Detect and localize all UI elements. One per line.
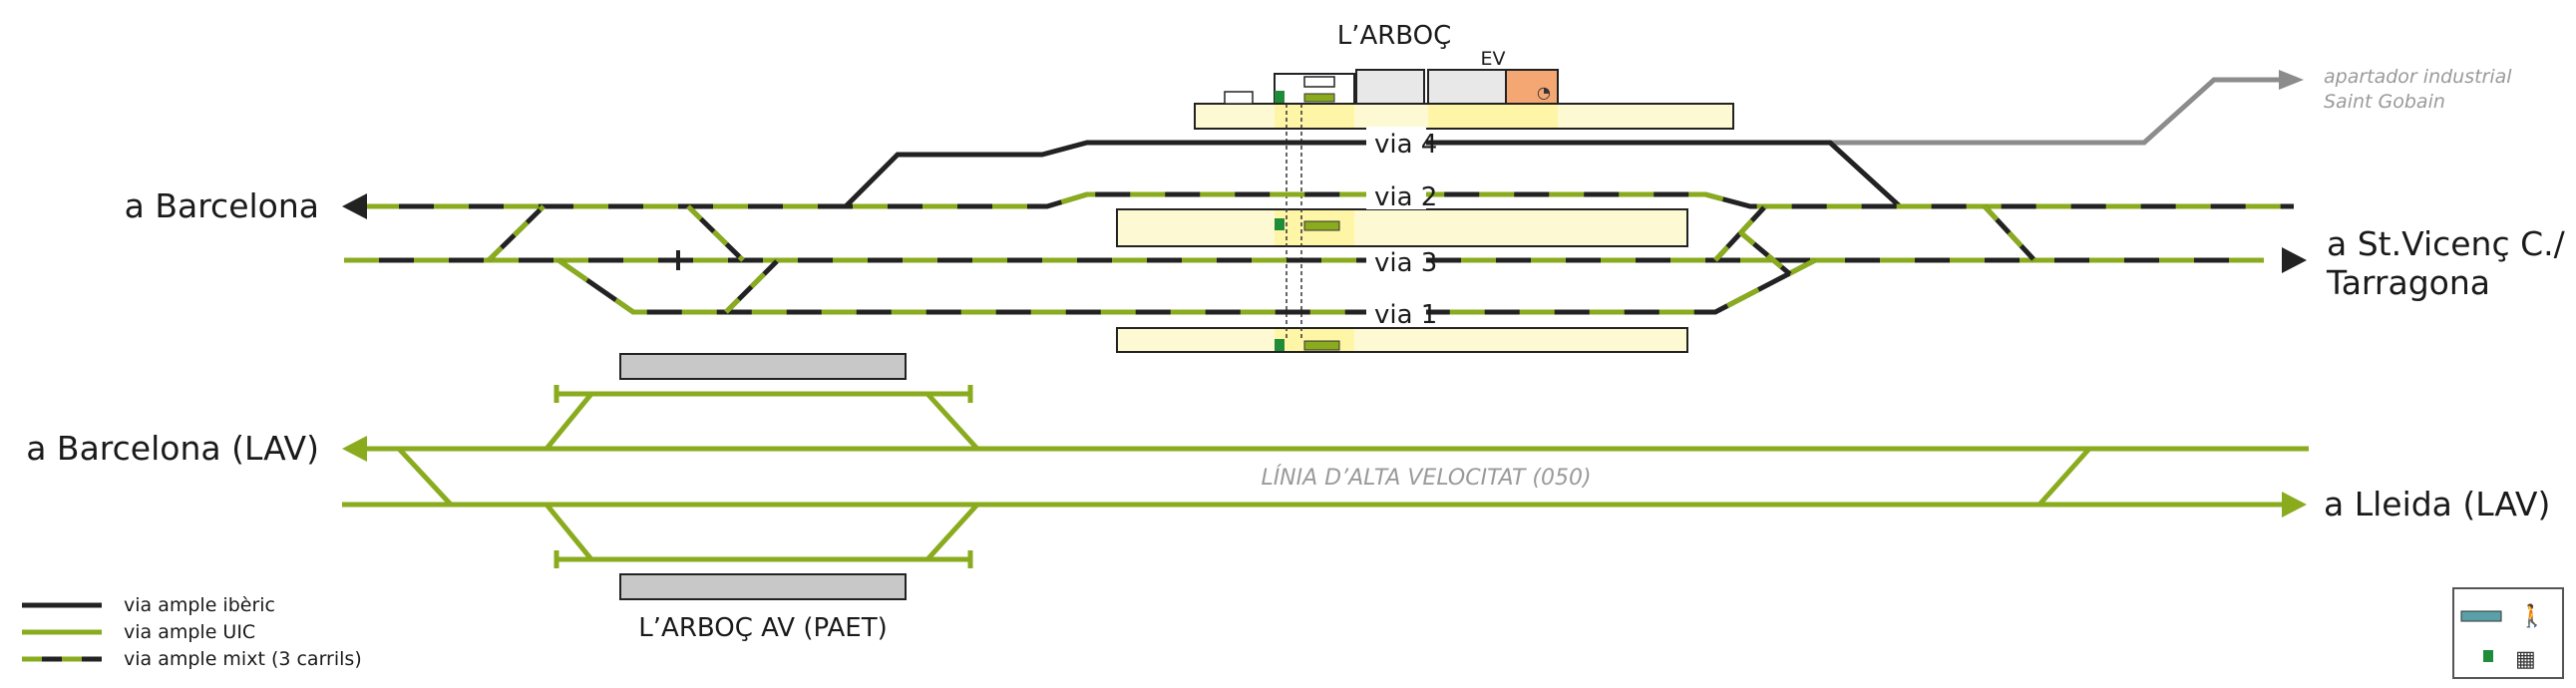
legend-label-mixt: via ample mixt (3 carrils) — [124, 648, 362, 670]
via-3-label: via 3 — [1374, 248, 1437, 278]
industrial-arrow — [2279, 70, 2304, 90]
ev-clock-icon: ◔ — [1537, 83, 1551, 102]
arrow-stvicenc — [2282, 247, 2307, 273]
legend-label-iberic: via ample ibèric — [124, 594, 275, 616]
platform-main-bench — [1303, 93, 1335, 103]
dest-barcelona-lav: a Barcelona (LAV) — [26, 429, 319, 468]
platform-lower-bench — [1303, 340, 1340, 351]
via-2-label: via 2 — [1374, 182, 1437, 212]
platform-lower-access — [1275, 339, 1285, 351]
dest-lleida-lav: a Lleida (LAV) — [2324, 485, 2550, 523]
symbol-key-box — [2452, 587, 2564, 679]
station-building-1-roof — [1303, 76, 1335, 88]
paet-platform-upper — [619, 353, 907, 380]
via-4-label: via 4 — [1374, 130, 1437, 160]
legend-label-uic: via ample UIC — [124, 621, 255, 643]
paet-platform-lower — [619, 573, 907, 600]
via-1-label: via 1 — [1374, 300, 1437, 330]
dest-stvicenc-line-2: Tarragona — [2326, 263, 2490, 302]
platform-main-highlight — [1275, 105, 1354, 128]
paet-siding-lower — [545, 503, 979, 562]
dest-stvicenc-line-1: a St.Vicenç C./ — [2327, 224, 2566, 263]
symbol-key: 🚶 ▦ — [2452, 587, 2564, 679]
walking-icon: 🚶 — [2518, 603, 2545, 629]
key-access-swatch — [2483, 650, 2493, 662]
platform-center-bench — [1303, 220, 1340, 231]
station-area: ◔ L’ARBOÇ EV — [1116, 21, 1734, 353]
platform-center — [1116, 208, 1688, 247]
arrow-lleida-lav — [2282, 492, 2307, 517]
lav-line-label: LÍNIA D’ALTA VELOCITAT (050) — [1261, 465, 1591, 491]
via-1-track — [556, 257, 1817, 315]
ev-building — [1505, 69, 1559, 105]
lav-crossover-left — [397, 447, 453, 507]
platform-main-highlight-2 — [1428, 105, 1558, 128]
ev-label: EV — [1480, 48, 1505, 70]
station-name: L’ARBOÇ — [1337, 21, 1452, 51]
industrial-label-1: apartador industrial — [2324, 66, 2512, 88]
paet-label: L’ARBOÇ AV (PAET) — [638, 613, 887, 643]
industrial-siding: apartador industrial Saint Gobain — [1830, 66, 2512, 146]
crossovers — [487, 204, 2036, 314]
small-shed-1 — [1224, 91, 1254, 105]
platform-center-access — [1275, 218, 1285, 230]
platform-lower — [1116, 327, 1688, 353]
paet-siding-upper — [545, 391, 979, 451]
dest-barcelona: a Barcelona — [125, 186, 319, 225]
arrow-barcelona-lav — [342, 436, 367, 462]
station-building-2 — [1355, 69, 1425, 105]
legend: via ample ibèric via ample UIC via ample… — [22, 594, 362, 670]
via-4-track — [844, 140, 1902, 208]
track-labels: via 4 via 2 via 3 via 1 — [1366, 127, 1437, 330]
ticket-machine-icon: ▦ — [2515, 647, 2536, 672]
via-2-track — [364, 191, 2294, 209]
platform-main-access — [1275, 91, 1285, 103]
industrial-label-2: Saint Gobain — [2324, 91, 2445, 113]
lav-crossover-right — [2037, 447, 2091, 507]
industrial-siding-track — [1830, 77, 2284, 146]
station-building-3 — [1427, 69, 1507, 105]
arrow-barcelona — [342, 193, 367, 219]
key-platform-swatch — [2460, 610, 2502, 622]
